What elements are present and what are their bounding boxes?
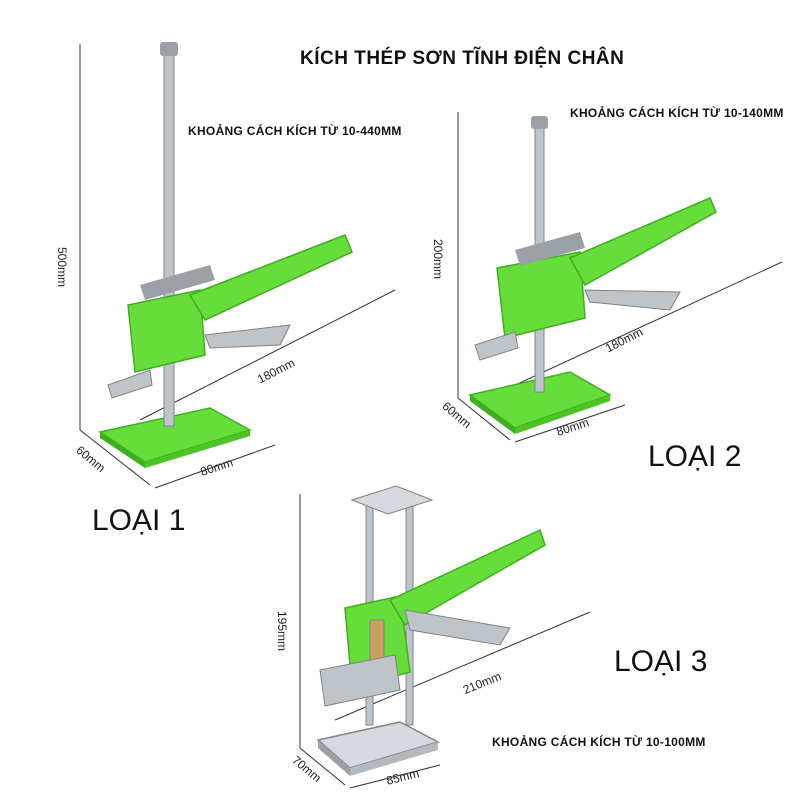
width-dim-line-type3: [349, 764, 441, 789]
range-label-type2: KHOẢNG CÁCH KÍCH TỪ 10-140MM: [570, 106, 784, 120]
depth-dim-line-type3: [299, 747, 346, 786]
width-dim-line-type1: [154, 444, 276, 489]
handle-type3: [388, 528, 546, 627]
handle-type1: [188, 234, 353, 321]
body-type1: [127, 289, 206, 373]
jack-type1: [79, 42, 396, 489]
top-bar-type3: [350, 485, 434, 515]
handle-dim-line-type2: [499, 261, 783, 393]
body-type2: [496, 251, 586, 339]
handle-dim-line-type1: [139, 289, 396, 421]
jack-type3: [299, 485, 591, 789]
release-lever-type1: [204, 324, 291, 349]
handle-type2: [568, 197, 717, 287]
spring-type3: [369, 619, 385, 661]
rod-cap-type1: [160, 42, 178, 56]
depth-dim-line-type2: [457, 397, 511, 441]
release-lever-type3: [404, 609, 511, 646]
rod-type1: [163, 47, 175, 427]
rod-cap-type2: [531, 116, 548, 129]
jack-type2: [457, 112, 783, 443]
type-label-2: LOẠI 2: [648, 440, 742, 473]
depth-dim-line-type1: [79, 429, 151, 486]
type-label-3: LOẠI 3: [614, 645, 708, 678]
range-label-type3: KHOẢNG CÁCH KÍCH TỪ 10-100MM: [492, 735, 706, 749]
type-label-1: LOẠI 1: [92, 504, 186, 537]
release-lever-type2: [584, 289, 681, 311]
page-title: KÍCH THÉP SƠN TĨNH ĐIỆN CHÂN: [300, 48, 625, 69]
width-dim-line-type2: [514, 404, 626, 443]
handle-dim-line-type3: [334, 611, 591, 721]
range-label-type1: KHOẢNG CÁCH KÍCH TỪ 10-440MM: [188, 124, 402, 138]
